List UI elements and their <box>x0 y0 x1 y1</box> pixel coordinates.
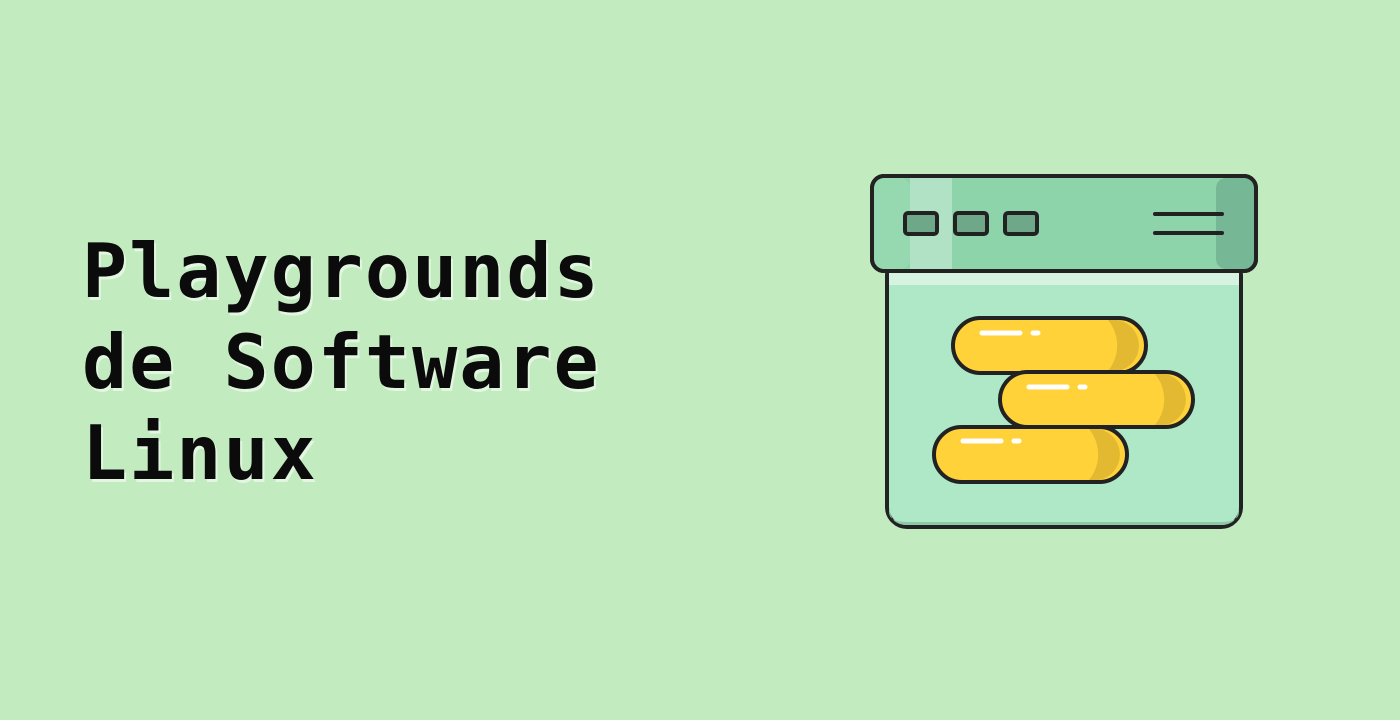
title-line-3: Linux <box>82 409 318 497</box>
pill-bottom <box>932 425 1129 484</box>
pill-middle <box>998 370 1195 429</box>
pill-top <box>951 316 1148 375</box>
title-line-1: Playgrounds <box>82 227 601 315</box>
banner-title: Playgrounds de Software Linux <box>82 226 601 499</box>
title-line-2: de Software <box>82 318 601 406</box>
menu-lines-icon <box>1153 212 1224 235</box>
window-header <box>870 174 1258 273</box>
browser-window-with-stacked-pills-icon <box>870 174 1258 529</box>
window-control-dots <box>903 211 1039 236</box>
